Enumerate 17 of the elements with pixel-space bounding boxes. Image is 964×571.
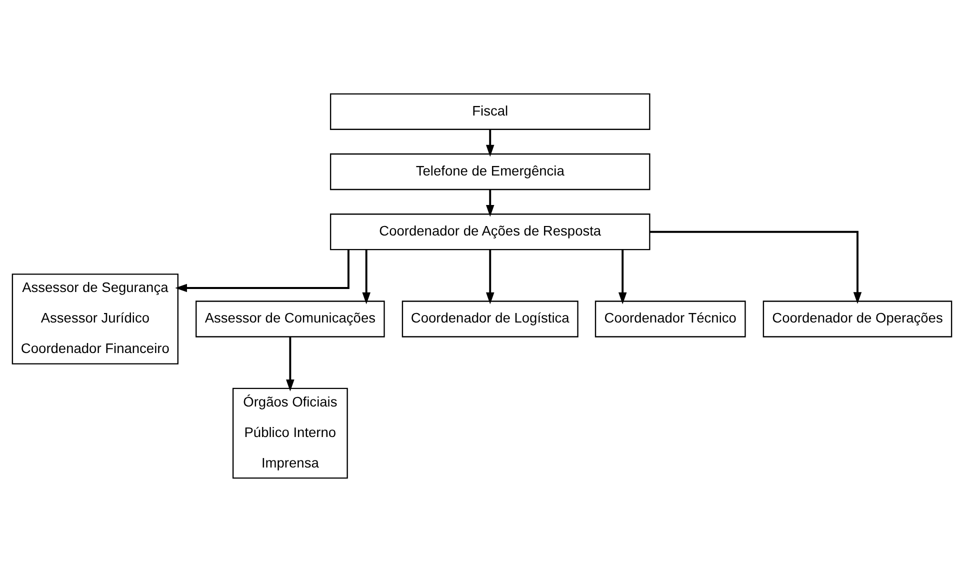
- node-box: Coordenador de Operações: [762, 300, 952, 337]
- arrow: [286, 336, 294, 391]
- arrow: [650, 230, 862, 304]
- node-box: Coordenador de Ações de Resposta: [330, 213, 650, 250]
- node-box: Fiscal: [330, 92, 650, 130]
- arrow: [362, 249, 370, 304]
- arrow: [175, 249, 350, 292]
- arrow: [486, 249, 494, 304]
- arrow: [486, 129, 494, 156]
- node-box: Coordenador Técnico: [594, 300, 746, 337]
- node-box: Telefone de Emergência: [330, 152, 650, 190]
- arrow: [618, 249, 627, 304]
- arrow: [486, 189, 494, 216]
- node-box: Assessor de Segurança Assessor Jurídico Coordenador Financeiro: [12, 273, 178, 364]
- node-box: Órgãos Oficiais Público Interno Imprensa: [232, 387, 348, 478]
- node-box: Assessor de Comunicações: [196, 300, 385, 337]
- node-box: Coordenador de Logística: [402, 300, 578, 337]
